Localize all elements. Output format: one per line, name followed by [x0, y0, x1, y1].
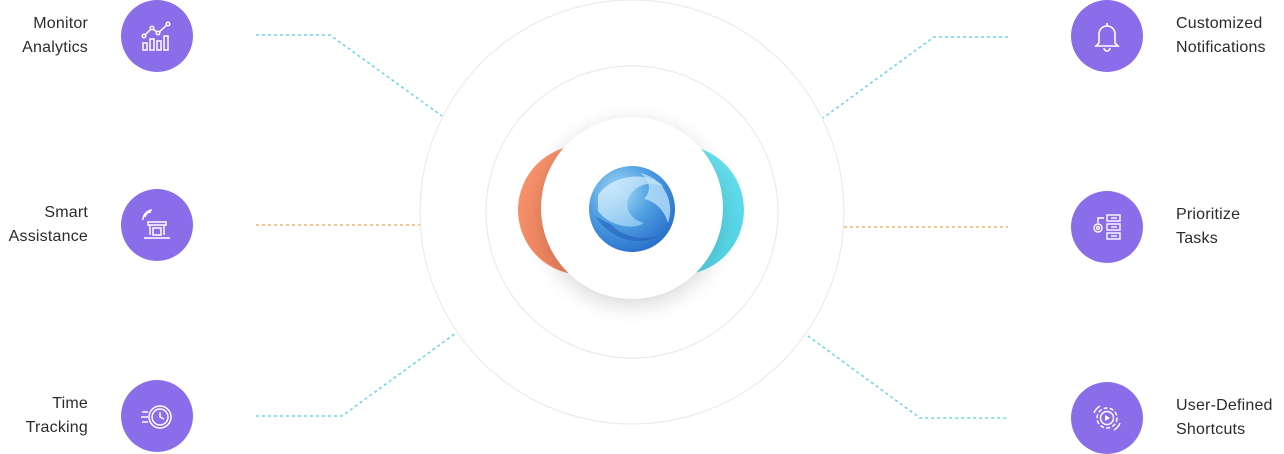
feature-label-user-defined-shortcuts: User-Defined Shortcuts	[1176, 394, 1284, 442]
analytics-chart-icon	[141, 21, 171, 51]
feature-label-customized-notifications: Customized Notifications	[1176, 12, 1284, 60]
feature-label-prioritize-tasks: Prioritize Tasks	[1176, 203, 1284, 251]
feature-time-tracking[interactable]	[121, 380, 193, 452]
feature-label-line: Assistance	[8, 228, 88, 245]
feature-label-line: Prioritize	[1176, 206, 1241, 223]
gear-play-icon	[1093, 405, 1121, 431]
feature-monitor-analytics[interactable]	[121, 0, 193, 72]
feature-label-line: Tasks	[1176, 230, 1218, 247]
feature-label-line: Notifications	[1176, 39, 1266, 56]
app-logo-icon	[589, 166, 675, 252]
feature-label-line: Time	[52, 395, 88, 412]
feature-label-line: Smart	[44, 204, 88, 221]
feature-label-line: Analytics	[22, 39, 88, 56]
robot-arm-icon	[142, 209, 170, 239]
feature-label-line: User-Defined	[1176, 397, 1273, 414]
task-list-icon	[1093, 214, 1121, 240]
feature-label-line: Tracking	[25, 419, 88, 436]
feature-smart-assistance[interactable]	[121, 189, 193, 261]
feature-label-line: Monitor	[33, 15, 88, 32]
stopwatch-icon	[141, 405, 172, 429]
feature-customized-notifications[interactable]	[1071, 0, 1143, 72]
connector-user-defined-shortcuts	[807, 335, 1008, 419]
outer-ring	[419, 0, 845, 425]
bell-icon	[1094, 23, 1120, 52]
feature-label-smart-assistance: Smart Assistance	[0, 201, 88, 249]
feature-label-line: Customized	[1176, 15, 1263, 32]
connector-customized-notifications	[822, 36, 1008, 119]
inner-ring	[485, 65, 779, 359]
connector-time-tracking	[256, 332, 457, 417]
feature-label-line: Shortcuts	[1176, 421, 1246, 438]
feature-label-monitor-analytics: Monitor Analytics	[0, 12, 88, 60]
feature-user-defined-shortcuts[interactable]	[1071, 382, 1143, 454]
feature-label-time-tracking: Time Tracking	[0, 392, 88, 440]
feature-prioritize-tasks[interactable]	[1071, 191, 1143, 263]
connector-monitor-analytics	[256, 34, 443, 117]
